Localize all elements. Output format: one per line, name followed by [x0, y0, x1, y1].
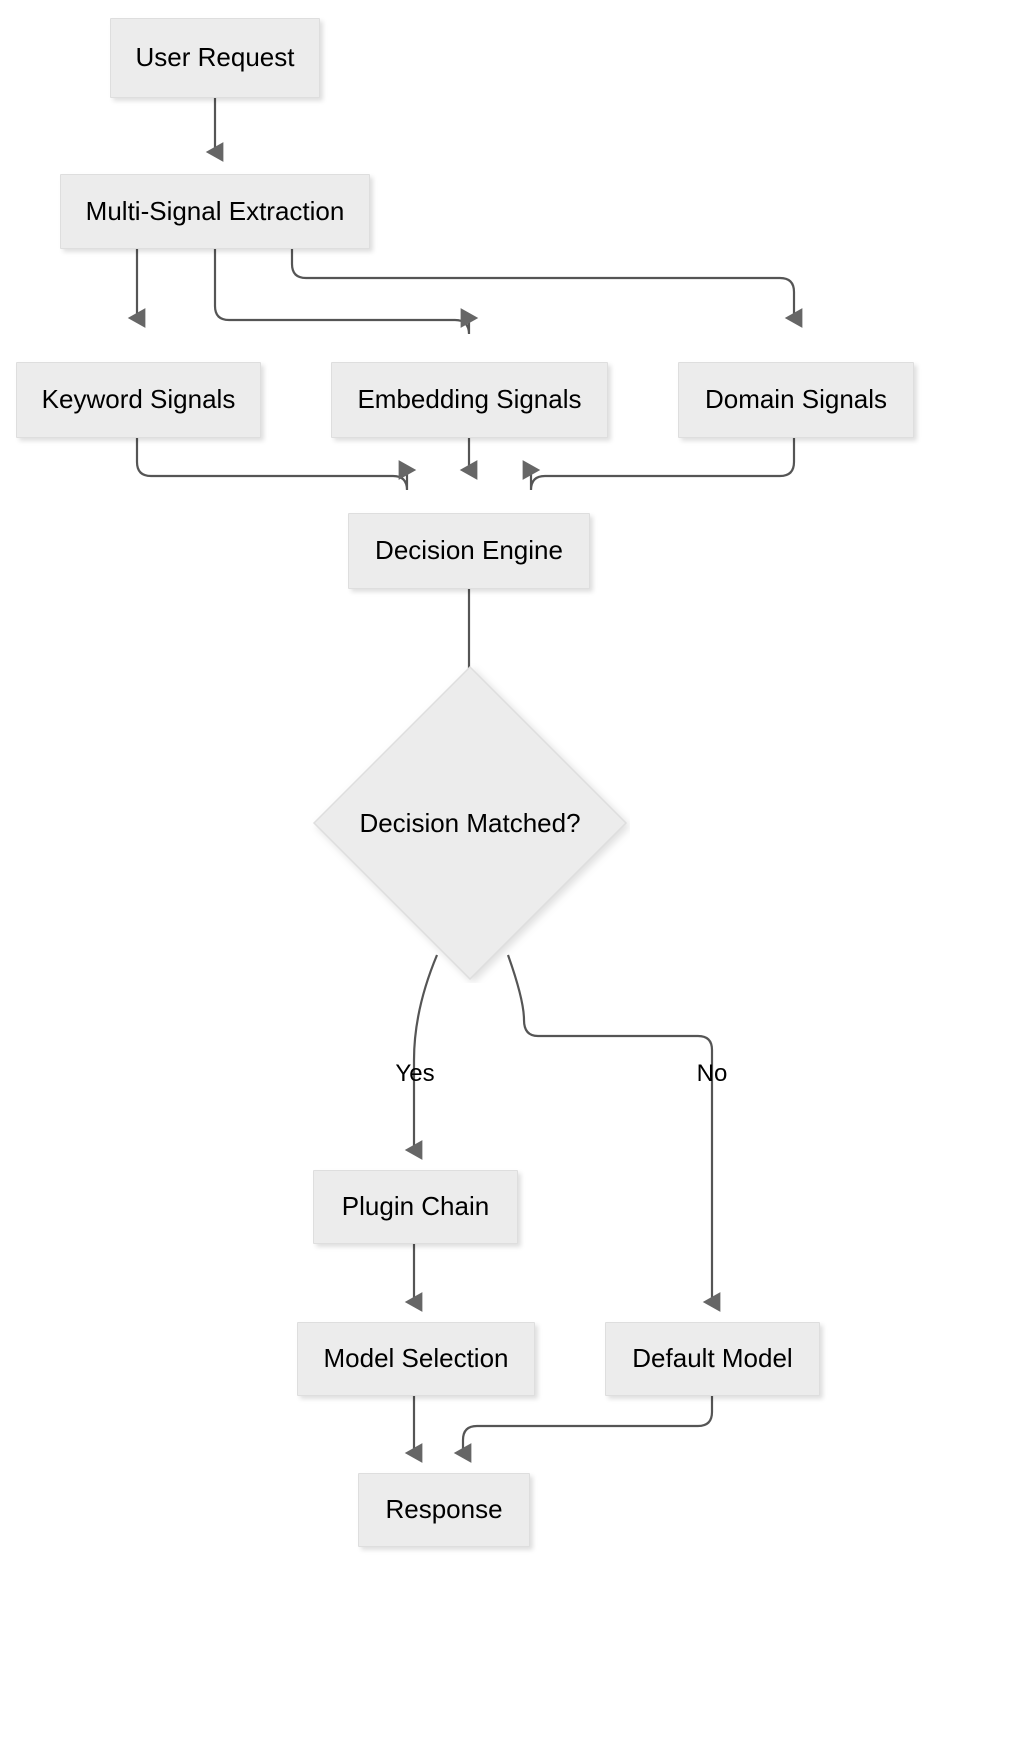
node-decision-matched[interactable]: Decision Matched? [310, 663, 630, 983]
edge-label-yes: Yes [395, 1060, 435, 1087]
node-default-model[interactable]: Default Model [605, 1322, 820, 1396]
node-model-selection[interactable]: Model Selection [297, 1322, 535, 1396]
node-decision-engine[interactable]: Decision Engine [348, 513, 590, 589]
node-domain-signals[interactable]: Domain Signals [678, 362, 914, 438]
node-label: Domain Signals [704, 384, 888, 415]
node-label: Decision Matched? [359, 807, 581, 838]
edge-multi-signal-to-domain [290, 249, 803, 328]
edge-decision-matched-no-to-default-model [506, 954, 721, 1312]
edge-keyword-to-decision-engine [135, 438, 417, 491]
edge-multi-signal-to-embedding [213, 249, 479, 335]
node-label: Model Selection [323, 1343, 509, 1374]
node-keyword-signals[interactable]: Keyword Signals [16, 362, 261, 438]
node-embedding-signals[interactable]: Embedding Signals [331, 362, 608, 438]
edge-domain-to-decision-engine [522, 438, 796, 491]
node-response[interactable]: Response [358, 1473, 530, 1547]
node-label: Decision Engine [375, 535, 563, 566]
edge-decision-matched-yes-to-plugin-chain [404, 954, 439, 1160]
edge-default-model-to-response [453, 1396, 714, 1463]
node-label: Keyword Signals [41, 384, 236, 415]
diamond-shape [312, 665, 628, 981]
node-plugin-chain[interactable]: Plugin Chain [313, 1170, 518, 1244]
node-label: Embedding Signals [357, 384, 582, 415]
node-label: Response [385, 1494, 503, 1525]
edge-label-no: No [696, 1060, 728, 1087]
node-user-request[interactable]: User Request [110, 18, 320, 98]
node-label: Plugin Chain [341, 1191, 490, 1222]
node-label: Default Model [632, 1343, 793, 1374]
node-label: User Request [135, 42, 295, 73]
node-multi-signal-extraction[interactable]: Multi-Signal Extraction [60, 174, 370, 249]
node-label: Multi-Signal Extraction [85, 195, 345, 226]
